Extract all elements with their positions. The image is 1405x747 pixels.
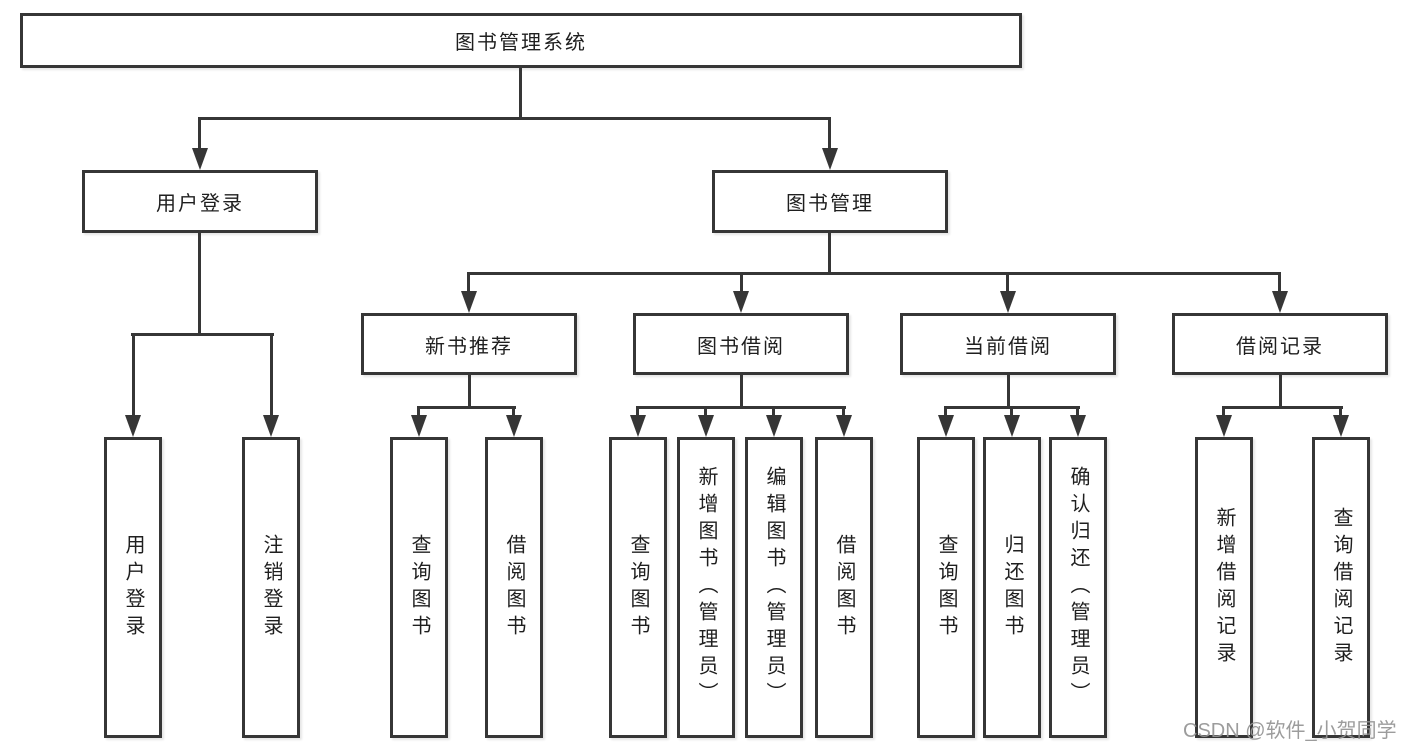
node-label: 当前借阅 — [964, 335, 1052, 358]
arrow-down-icon — [125, 415, 141, 437]
leaf-label: 查询图书 — [935, 533, 957, 642]
leaf-label: 确认归还（管理员） — [1067, 466, 1089, 709]
connector-drop-leaf — [636, 406, 639, 418]
leaf-label: 归还图书 — [1001, 533, 1023, 642]
leaf-add-borrow-record: 新增借阅记录 — [1195, 437, 1253, 738]
leaf-borrow-books-recommend: 借阅图书 — [485, 437, 543, 738]
leaf-query-books-current: 查询图书 — [917, 437, 975, 738]
arrow-down-icon — [461, 291, 477, 313]
node-label: 用户登录 — [156, 193, 244, 215]
leaf-label: 查询图书 — [627, 533, 649, 642]
leaf-label: 注销登录 — [260, 533, 282, 642]
leaf-add-book-admin: 新增图书（管理员） — [677, 437, 735, 738]
arrow-down-icon — [1272, 291, 1288, 313]
node-borrow-records: 借阅记录 — [1172, 313, 1388, 375]
leaf-label: 新增图书（管理员） — [695, 466, 717, 709]
arrow-down-icon — [822, 148, 838, 170]
node-label: 新书推荐 — [425, 335, 513, 358]
leaf-edit-book-admin: 编辑图书（管理员） — [745, 437, 803, 738]
connector-drop-user-login — [198, 117, 201, 150]
leaf-confirm-return-admin: 确认归还（管理员） — [1049, 437, 1107, 738]
arrow-down-icon — [1216, 415, 1232, 437]
node-label: 借阅记录 — [1236, 335, 1324, 358]
node-book-management: 图书管理 — [712, 170, 948, 233]
connector-root-bar — [198, 117, 831, 120]
node-new-book-recommend: 新书推荐 — [361, 313, 577, 375]
connector-drop-level3 — [1278, 272, 1281, 293]
arrow-down-icon — [1000, 291, 1016, 313]
node-root: 图书管理系统 — [20, 13, 1022, 68]
arrow-down-icon — [938, 415, 954, 437]
arrow-down-icon — [836, 415, 852, 437]
arrow-down-icon — [698, 415, 714, 437]
leaf-label: 新增借阅记录 — [1213, 506, 1235, 669]
leaf-label: 查询借阅记录 — [1330, 506, 1352, 669]
arrow-down-icon — [411, 415, 427, 437]
leaf-query-books-borrow: 查询图书 — [609, 437, 667, 738]
watermark: CSDN @软件_小贺同学 — [1183, 720, 1397, 742]
connector-records-stem — [1279, 375, 1282, 409]
arrow-down-icon — [263, 415, 279, 437]
connector-current-stem — [1007, 375, 1010, 409]
connector-drop-leaf — [1222, 406, 1225, 418]
arrow-down-icon — [192, 148, 208, 170]
connector-recommend-stem — [468, 375, 471, 409]
leaf-logout: 注销登录 — [242, 437, 300, 738]
connector-drop-level3 — [1006, 272, 1009, 293]
leaf-label: 用户登录 — [122, 533, 144, 642]
leaf-user-login: 用户登录 — [104, 437, 162, 738]
connector-user-login-bar — [131, 333, 274, 336]
arrow-down-icon — [766, 415, 782, 437]
node-book-borrow: 图书借阅 — [633, 313, 849, 375]
node-current-borrow: 当前借阅 — [900, 313, 1116, 375]
connector-user-login-stem — [198, 233, 201, 336]
connector-drop-leaf — [1010, 406, 1013, 418]
connector-drop-leaf — [842, 406, 845, 418]
connector-drop-leaf — [944, 406, 947, 418]
connector-drop-leaf — [704, 406, 707, 418]
arrow-down-icon — [1333, 415, 1349, 437]
connector-drop-leaf — [270, 333, 273, 418]
connector-book-management-bar — [467, 272, 1281, 275]
connector-recommend-bar — [417, 406, 516, 409]
leaf-query-books-recommend: 查询图书 — [390, 437, 448, 738]
connector-drop-level3 — [740, 272, 743, 293]
connector-drop-leaf — [1076, 406, 1079, 418]
leaf-label: 查询图书 — [408, 533, 430, 642]
connector-drop-leaf — [512, 406, 515, 418]
connector-drop-leaf — [772, 406, 775, 418]
node-user-login: 用户登录 — [82, 170, 318, 233]
connector-drop-leaf — [417, 406, 420, 418]
node-label: 图书管理 — [786, 193, 874, 215]
arrow-down-icon — [1004, 415, 1020, 437]
node-label: 图书管理系统 — [455, 32, 587, 54]
arrow-down-icon — [630, 415, 646, 437]
connector-drop-level3 — [467, 272, 470, 293]
connector-drop-leaf — [132, 333, 135, 418]
arrow-down-icon — [1070, 415, 1086, 437]
leaf-borrow-books: 借阅图书 — [815, 437, 873, 738]
leaf-query-borrow-record: 查询借阅记录 — [1312, 437, 1370, 738]
leaf-label: 借阅图书 — [833, 533, 855, 642]
leaf-label: 借阅图书 — [503, 533, 525, 642]
connector-records-bar — [1222, 406, 1343, 409]
leaf-return-books: 归还图书 — [983, 437, 1041, 738]
arrow-down-icon — [733, 291, 749, 313]
arrow-down-icon — [506, 415, 522, 437]
leaf-label: 编辑图书（管理员） — [763, 466, 785, 709]
connector-root-stem — [519, 68, 522, 120]
connector-drop-book-management — [828, 117, 831, 150]
connector-borrow-bar — [636, 406, 846, 409]
connector-drop-leaf — [1339, 406, 1342, 418]
connector-book-management-stem — [828, 233, 831, 275]
connector-borrow-stem — [740, 375, 743, 409]
node-label: 图书借阅 — [697, 335, 785, 358]
